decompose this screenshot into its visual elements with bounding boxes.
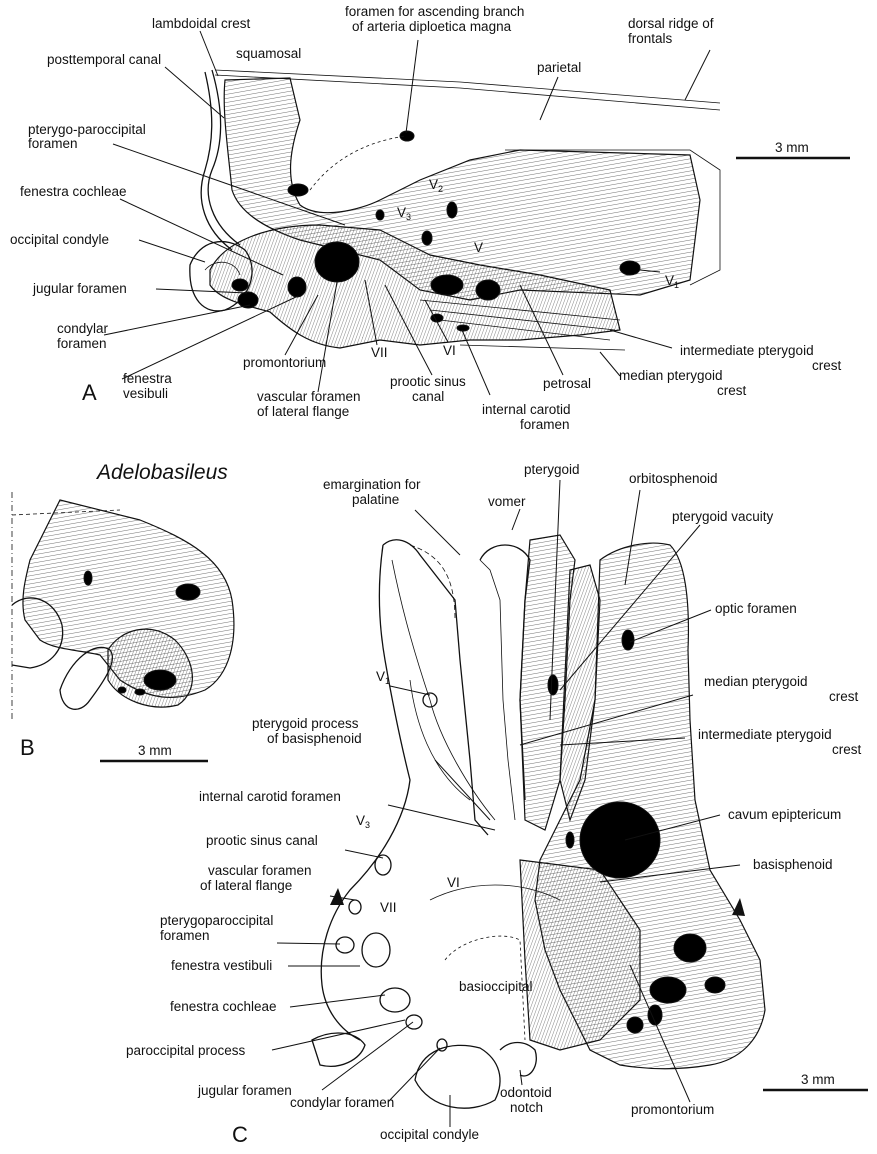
label-basioccipital: basioccipital bbox=[459, 979, 533, 994]
label-v2-a-v: V bbox=[429, 177, 439, 192]
label-median-ptery-a-2: crest bbox=[717, 383, 747, 398]
label-emargination-2: palatine bbox=[352, 492, 400, 507]
label-v3-c-sub: 3 bbox=[365, 820, 371, 830]
scale-label-a: 3 mm bbox=[775, 140, 809, 155]
label-v1-c-v: V bbox=[376, 669, 386, 684]
label-dorsal-ridge-2: frontals bbox=[628, 31, 673, 46]
panel-b-skull bbox=[11, 492, 235, 720]
label-intermediate-ptery-c-1: intermediate pterygoid bbox=[698, 727, 832, 742]
label-condylar-c: condylar foramen bbox=[290, 1095, 395, 1110]
label-fenestra-vesibuli-2: vesibuli bbox=[123, 386, 169, 401]
label-promontorium-a: promontorium bbox=[243, 355, 327, 370]
label-v-a: V bbox=[474, 240, 484, 255]
label-internal-carotid-a-1: internal carotid bbox=[482, 402, 571, 417]
label-prootic-a-1: prootic sinus bbox=[390, 374, 466, 389]
panel-a-skull bbox=[189, 69, 721, 351]
label-v1-a-v: V bbox=[665, 273, 675, 288]
label-posttemporal-canal: posttemporal canal bbox=[47, 52, 162, 67]
label-paroccipital: paroccipital process bbox=[126, 1043, 246, 1058]
label-vascular-a-2: of lateral flange bbox=[257, 404, 350, 419]
scale-label-b: 3 mm bbox=[138, 743, 172, 758]
label-vascular-a-1: vascular foramen bbox=[257, 389, 361, 404]
label-jugular-foramen: jugular foramen bbox=[33, 281, 127, 296]
panel-label-b: B bbox=[20, 735, 35, 760]
label-fenestra-cochleae-c: fenestra cochleae bbox=[170, 999, 277, 1014]
label-median-ptery-a-1: median pterygoid bbox=[619, 368, 723, 383]
label-v1-a: V1 bbox=[665, 274, 679, 292]
label-pterygoid: pterygoid bbox=[524, 462, 580, 477]
label-v1-c-sub: 1 bbox=[385, 676, 391, 686]
label-foramen-ascending-1: foramen for ascending branch bbox=[345, 4, 525, 19]
label-internal-carotid-c: internal carotid foramen bbox=[199, 789, 341, 804]
panel-label-c: C bbox=[232, 1122, 248, 1147]
label-basisphenoid: basisphenoid bbox=[753, 857, 833, 872]
label-fenestra-vestibuli: fenestra vestibuli bbox=[171, 958, 273, 973]
label-pterygoid-vacuity: pterygoid vacuity bbox=[672, 509, 774, 524]
label-odontoid-2: notch bbox=[510, 1100, 544, 1115]
scale-label-c: 3 mm bbox=[801, 1072, 835, 1087]
label-parietal: parietal bbox=[537, 60, 582, 75]
label-condylar-1: condylar bbox=[57, 321, 109, 336]
label-pterygo-paroccipital-1: pterygo-paroccipital bbox=[28, 122, 146, 137]
panel-a-leaders bbox=[103, 30, 711, 396]
label-vomer: vomer bbox=[488, 494, 526, 509]
label-occipital-condyle-c: occipital condyle bbox=[380, 1127, 480, 1142]
label-v1-a-sub: 1 bbox=[674, 280, 680, 290]
label-median-ptery-c-1: median pterygoid bbox=[704, 674, 808, 689]
label-prootic-a-2: canal bbox=[412, 389, 445, 404]
label-prootic-c: prootic sinus canal bbox=[206, 833, 318, 848]
label-occipital-condyle: occipital condyle bbox=[10, 232, 110, 247]
label-emargination-1: emargination for bbox=[323, 477, 421, 492]
label-dorsal-ridge-1: dorsal ridge of bbox=[628, 16, 714, 31]
label-pterygoparoccipital-2: foramen bbox=[160, 928, 210, 943]
label-v1-c: V1 bbox=[376, 670, 390, 688]
label-petrosal: petrosal bbox=[543, 376, 592, 391]
label-intermediate-ptery-a-1: intermediate pterygoid bbox=[680, 343, 814, 358]
label-ptery-process-2: of basisphenoid bbox=[267, 731, 362, 746]
label-optic-foramen: optic foramen bbox=[715, 601, 797, 616]
label-v3-a: V3 bbox=[397, 206, 411, 224]
label-v3-c-v: V bbox=[356, 813, 366, 828]
label-promontorium-c: promontorium bbox=[631, 1102, 715, 1117]
label-pterygo-paroccipital-2: foramen bbox=[28, 136, 78, 151]
label-v3-c: V3 bbox=[356, 814, 370, 832]
label-vascular-c-2: of lateral flange bbox=[200, 878, 293, 893]
label-v2-a: V2 bbox=[429, 178, 443, 196]
label-v3-a-sub: 3 bbox=[406, 212, 412, 222]
panel-label-a: A bbox=[82, 380, 97, 405]
label-median-ptery-c-2: crest bbox=[829, 689, 859, 704]
label-pterygoparoccipital-1: pterygoparoccipital bbox=[160, 913, 274, 928]
label-vi-c: VI bbox=[447, 875, 460, 890]
label-squamosal: squamosal bbox=[236, 46, 302, 61]
label-v2-a-sub: 2 bbox=[438, 184, 444, 194]
label-orbitosphenoid: orbitosphenoid bbox=[629, 471, 718, 486]
panel-c-skull bbox=[311, 534, 766, 1109]
label-internal-carotid-a-2: foramen bbox=[520, 417, 570, 432]
label-lambdoidal-crest: lambdoidal crest bbox=[152, 16, 251, 31]
label-condylar-2: foramen bbox=[57, 336, 107, 351]
label-vi-a: VI bbox=[443, 343, 456, 358]
label-intermediate-ptery-c-2: crest bbox=[832, 742, 862, 757]
label-jugular-c: jugular foramen bbox=[198, 1083, 292, 1098]
label-odontoid-1: odontoid bbox=[500, 1085, 552, 1100]
genus-name: Adelobasileus bbox=[97, 461, 228, 484]
label-foramen-ascending-2: of arteria diploetica magna bbox=[352, 19, 512, 34]
label-vii-c: VII bbox=[380, 900, 397, 915]
label-fenestra-cochleae: fenestra cochleae bbox=[20, 184, 127, 199]
label-vascular-c-1: vascular foramen bbox=[208, 863, 312, 878]
panel-c-leaders bbox=[271, 479, 741, 1127]
label-fenestra-vesibuli-1: fenestra bbox=[123, 371, 172, 386]
label-v3-a-v: V bbox=[397, 205, 407, 220]
label-ptery-process-1: pterygoid process bbox=[252, 716, 359, 731]
label-vii-a: VII bbox=[371, 345, 388, 360]
label-intermediate-ptery-a-2: crest bbox=[812, 358, 842, 373]
label-cavum-epiptericum: cavum epiptericum bbox=[728, 807, 842, 822]
